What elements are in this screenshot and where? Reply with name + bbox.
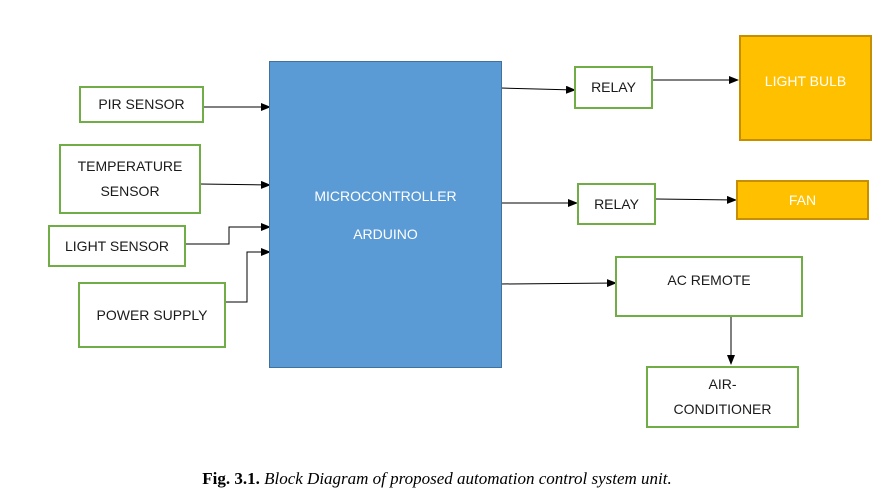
microcontroller-label: MICROCONTROLLER [314, 187, 457, 204]
relay-2-block: RELAY [577, 183, 656, 225]
arrow-light-sensor-to-mcu [186, 223, 271, 245]
light-sensor-label: LIGHT SENSOR [65, 237, 169, 254]
relay-1-label: RELAY [591, 79, 636, 95]
fan-block: FAN [736, 180, 869, 220]
figure-number: Fig. 3.1. [202, 469, 260, 488]
power-supply-block: POWER SUPPLY [78, 282, 226, 348]
light-bulb-label: LIGHT BULB [764, 73, 847, 89]
ac-remote-block: AC REMOTE [615, 256, 803, 317]
arrow-mcu-to-ac-remote [500, 279, 617, 288]
pir-sensor-label: PIR SENSOR [98, 96, 185, 112]
arduino-label: ARDUINO [353, 225, 418, 242]
arrow-power-to-mcu [225, 248, 271, 303]
arrow-temperature-to-mcu [199, 180, 271, 189]
air-conditioner-block: AIR- CONDITIONER [646, 366, 799, 428]
temperature-sensor-label-line2: SENSOR [100, 183, 160, 199]
pir-sensor-block: PIR SENSOR [79, 86, 204, 123]
air-conditioner-label-line2: CONDITIONER [673, 401, 772, 417]
relay-2-label: RELAY [594, 195, 639, 212]
fan-label: FAN [788, 191, 817, 208]
figure-caption: Fig. 3.1. Block Diagram of proposed auto… [0, 469, 874, 489]
microcontroller-block: MICROCONTROLLER ARDUINO [269, 61, 502, 368]
light-bulb-block: LIGHT BULB [739, 35, 872, 141]
power-supply-label: POWER SUPPLY [96, 306, 208, 323]
light-sensor-block: LIGHT SENSOR [48, 225, 186, 267]
figure-caption-text: Block Diagram of proposed automation con… [264, 469, 672, 488]
air-conditioner-label-line1: AIR- [708, 376, 737, 392]
ac-remote-label: AC REMOTE [667, 272, 751, 288]
temperature-sensor-label-line1: TEMPERATURE [77, 158, 183, 174]
arrow-mcu-to-relay1 [500, 85, 576, 94]
relay-1-block: RELAY [574, 66, 653, 109]
temperature-sensor-block: TEMPERATURE SENSOR [59, 144, 201, 214]
arrow-relay2-to-fan [655, 195, 737, 204]
